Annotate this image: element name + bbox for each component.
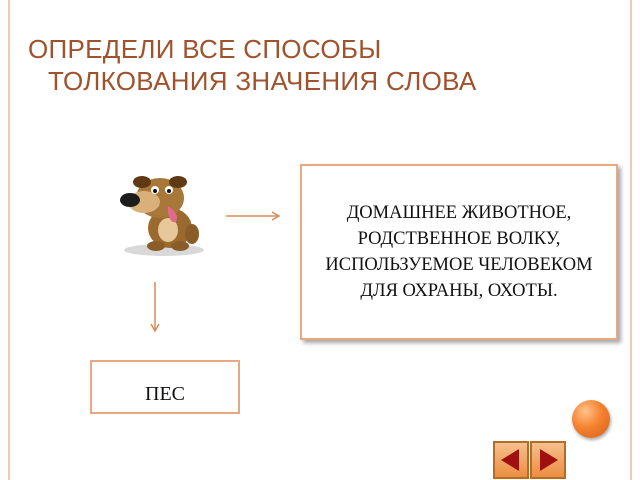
arrow-left-icon (501, 449, 519, 471)
next-slide-button[interactable] (530, 441, 566, 479)
arrow-right-to-definition (226, 211, 281, 221)
definition-text: ДОМАШНЕЕ ЖИВОТНОЕ, РОДСТВЕННОЕ ВОЛКУ, ИС… (325, 203, 593, 301)
word-text: ПЕС (145, 383, 185, 405)
title-line-2: ТОЛКОВАНИЯ ЗНАЧЕНИЯ СЛОВА (48, 66, 477, 96)
dog-illustration (120, 176, 204, 256)
word-box: ПЕС (90, 360, 240, 414)
slide-title: ОПРЕДЕЛИ ВСЕ СПОСОБЫ ТОЛКОВАНИЯ ЗНАЧЕНИЯ… (28, 33, 618, 97)
arrow-right-icon (540, 449, 558, 471)
decorative-orange-circle (572, 400, 610, 438)
title-line-1: ОПРЕДЕЛИ ВСЕ СПОСОБЫ (28, 34, 382, 64)
right-border-line (630, 0, 632, 480)
definition-box: ДОМАШНЕЕ ЖИВОТНОЕ, РОДСТВЕННОЕ ВОЛКУ, ИС… (300, 164, 618, 340)
left-border-line (8, 0, 10, 480)
arrow-down-to-word (150, 282, 160, 333)
previous-slide-button[interactable] (493, 441, 529, 479)
